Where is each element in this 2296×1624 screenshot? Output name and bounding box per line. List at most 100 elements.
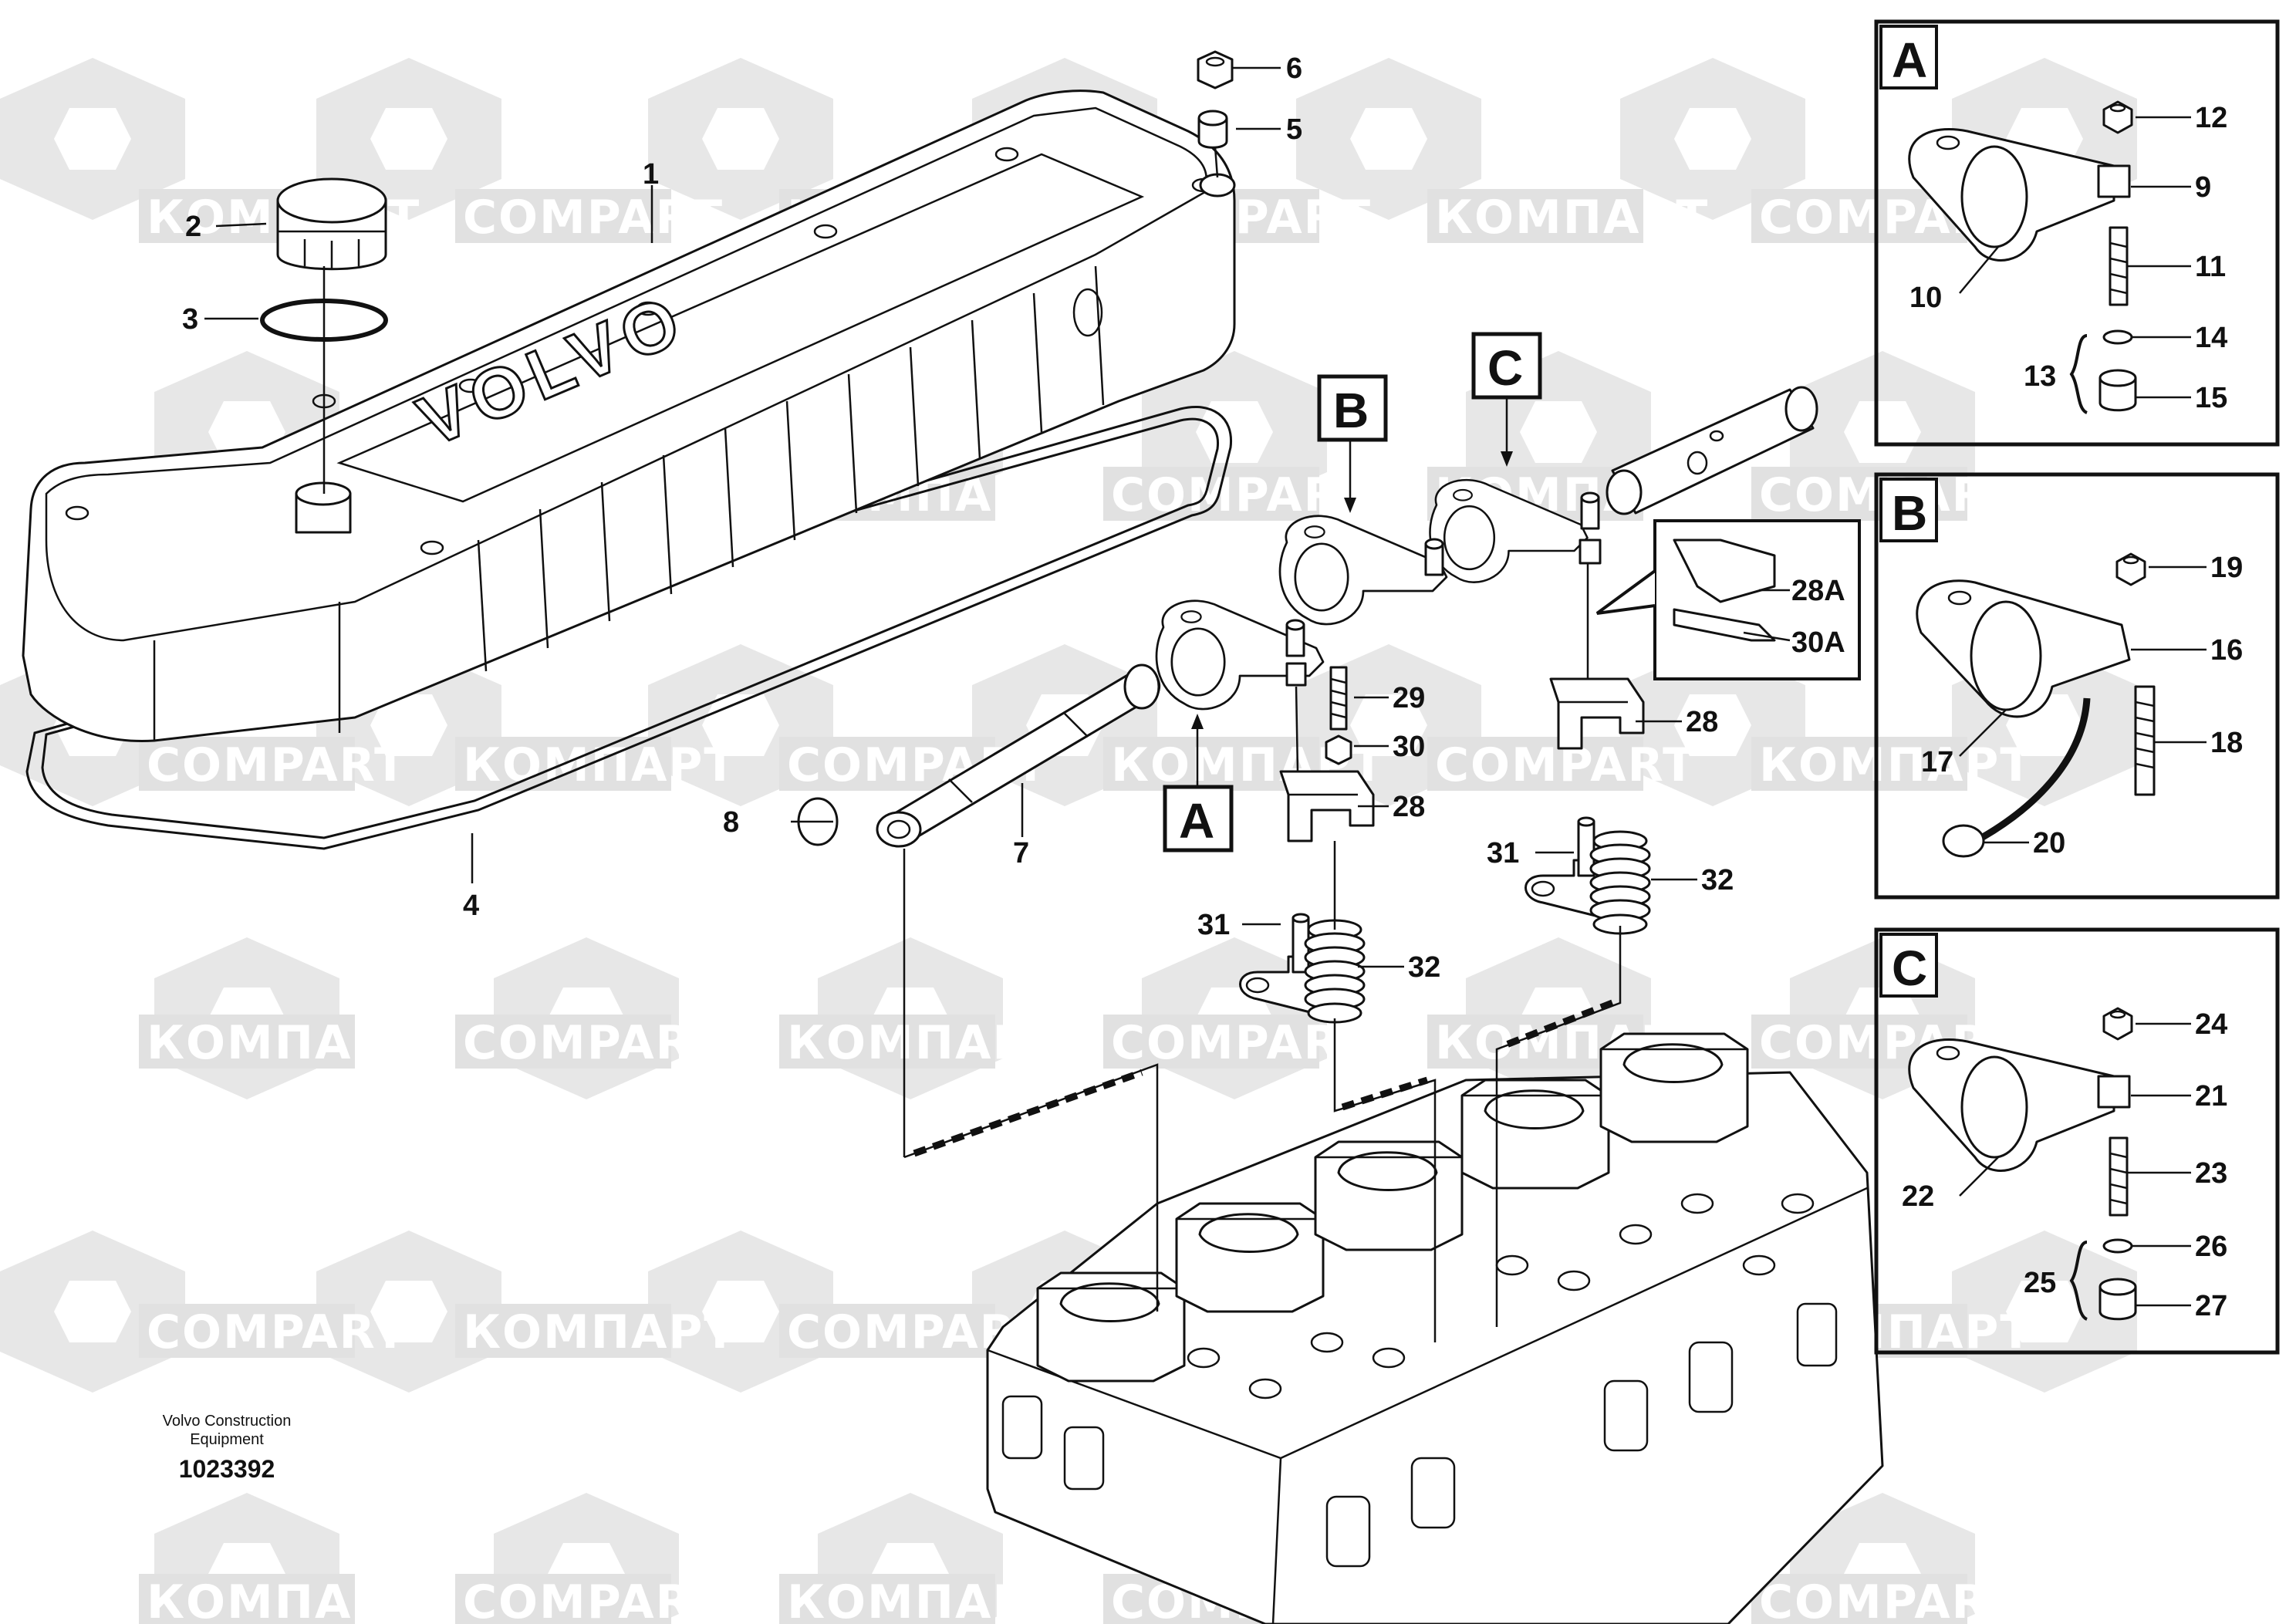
- callout-22: 22: [1902, 1180, 1934, 1213]
- callout-28: 28: [1686, 706, 1718, 738]
- box-a-nut: [2102, 100, 2133, 134]
- callout-20: 20: [2033, 827, 2065, 859]
- detail-marker-c: C: [1487, 340, 1523, 396]
- box-b-nut: [2115, 552, 2146, 586]
- callout-6: 6: [1286, 52, 1302, 85]
- box-b-screw: [2134, 685, 2156, 796]
- footer-line-1: Volvo Construction: [163, 1413, 292, 1430]
- lock-nut: [1325, 734, 1352, 765]
- box-c-washer: [2102, 1238, 2133, 1254]
- cover-nut: [1197, 50, 1234, 89]
- callout-14: 14: [2195, 322, 2227, 354]
- watermark-text: COMPART: [1111, 468, 1372, 522]
- callout-3: 3: [182, 303, 198, 336]
- camshaft-bearing-cap: [1599, 1032, 1749, 1143]
- camshaft-bearing-cap: [1314, 1140, 1464, 1251]
- callout-15: 15: [2195, 382, 2227, 414]
- watermark-text: COMPART: [463, 191, 724, 245]
- box-a-pad: [2098, 369, 2137, 412]
- callout-1: 1: [643, 158, 659, 191]
- watermark-text: COMPART: [463, 1016, 724, 1070]
- callout-13: 13: [2024, 360, 2056, 393]
- watermark-text: COMPART: [463, 1575, 724, 1624]
- watermark-text: КОМПАРТ: [787, 1575, 1061, 1624]
- camshaft-bearing-cap: [1460, 1079, 1610, 1190]
- box-a-rocker: [1908, 128, 2131, 262]
- callout-5: 5: [1286, 113, 1302, 146]
- callout-10: 10: [1909, 282, 1942, 314]
- callout-18: 18: [2210, 727, 2243, 759]
- oil-filler-cap: [276, 177, 387, 271]
- rocker-arm-b: [1278, 515, 1448, 626]
- callout-28: 28: [1393, 791, 1425, 823]
- rocker-shaft: [876, 663, 1161, 848]
- valve-cover-gasket: [25, 405, 1233, 850]
- rocker-adjust-screws: [1285, 491, 1602, 687]
- box-b-cap: [1942, 824, 1985, 858]
- valve-spring-upper: [1589, 830, 1651, 935]
- box-c-nut: [2102, 1007, 2133, 1041]
- callout-23: 23: [2195, 1157, 2227, 1190]
- box-b-wire: [1980, 697, 2091, 840]
- box-c-pad: [2098, 1278, 2137, 1321]
- callout-17: 17: [1921, 746, 1953, 778]
- box-a-washer: [2102, 329, 2133, 345]
- assembly-path-lines: [903, 849, 1622, 1342]
- watermark-text: КОМПАРТ: [1435, 191, 1709, 245]
- watermark-text: COMPART: [147, 1305, 407, 1359]
- cover-spacer: [1197, 110, 1228, 149]
- detail-box-c-label: C: [1892, 940, 1927, 996]
- detail-box-b-label: B: [1892, 485, 1927, 541]
- detail-box-b: [1874, 472, 2280, 900]
- callout-32: 32: [1701, 864, 1734, 896]
- camshaft-bearing-cap: [1036, 1271, 1186, 1383]
- detail-marker-a: A: [1179, 793, 1214, 849]
- watermark-text: КОМПАРТ: [147, 1016, 420, 1070]
- callout-26: 26: [2195, 1231, 2227, 1263]
- valve-spring: [1304, 919, 1366, 1024]
- callout-29: 29: [1393, 682, 1425, 714]
- callout-19: 19: [2210, 552, 2243, 584]
- drawing-number: 1023392: [179, 1455, 275, 1483]
- detail-box-a: [1874, 19, 2280, 447]
- callout-11: 11: [2195, 251, 2226, 283]
- adjusting-screw: [1329, 666, 1348, 731]
- callout-labels: 1 2 3 4 5 6 7 8 9 10 11 12 13 14 15 16 1…: [182, 52, 2243, 1322]
- callout-2: 2: [185, 211, 201, 243]
- bracket-25: [2069, 1241, 2088, 1321]
- footer-line-2: Equipment: [190, 1431, 264, 1448]
- bracket-13: [2069, 334, 2088, 414]
- watermark-text: COMPART: [147, 738, 407, 792]
- detail-box-a-label: A: [1892, 32, 1927, 88]
- callout-28a: 28A: [1791, 575, 1845, 607]
- callout-32: 32: [1408, 951, 1440, 984]
- callout-7: 7: [1013, 837, 1029, 869]
- rocker-shaft-upper: [1606, 386, 1818, 515]
- footer: Volvo Construction Equipment 1023392: [163, 1413, 292, 1483]
- watermark-text: КОМПАРТ: [463, 1305, 737, 1359]
- callout-25: 25: [2024, 1267, 2056, 1299]
- box-c-rocker: [1908, 1038, 2131, 1172]
- box-a-screw: [2109, 226, 2129, 306]
- callout-31: 31: [1197, 909, 1230, 941]
- callout-8: 8: [723, 806, 739, 839]
- camshaft-bearing-cap: [1175, 1202, 1325, 1313]
- callout-30: 30: [1393, 731, 1425, 763]
- detail-inset-28a-30a: [1595, 519, 1861, 680]
- callout-16: 16: [2210, 634, 2243, 667]
- watermark-text: КОМПАРТ: [463, 738, 737, 792]
- watermark-text: КОМПАРТ: [1759, 738, 2033, 792]
- callout-30a: 30A: [1791, 626, 1845, 659]
- detail-pointer-arrows: [1191, 397, 1513, 787]
- watermark-text: КОМПАРТ: [147, 1575, 420, 1624]
- box-b-rocker: [1916, 579, 2131, 718]
- detail-marker-b: B: [1333, 383, 1369, 438]
- box-c-screw: [2109, 1136, 2129, 1217]
- watermark-text: COMPART: [1111, 1016, 1372, 1070]
- callout-27: 27: [2195, 1290, 2227, 1322]
- callout-31: 31: [1487, 837, 1519, 869]
- callout-9: 9: [2195, 171, 2211, 204]
- watermark-text: КОМПАРТ: [787, 1016, 1061, 1070]
- detail-box-c: [1874, 927, 2280, 1355]
